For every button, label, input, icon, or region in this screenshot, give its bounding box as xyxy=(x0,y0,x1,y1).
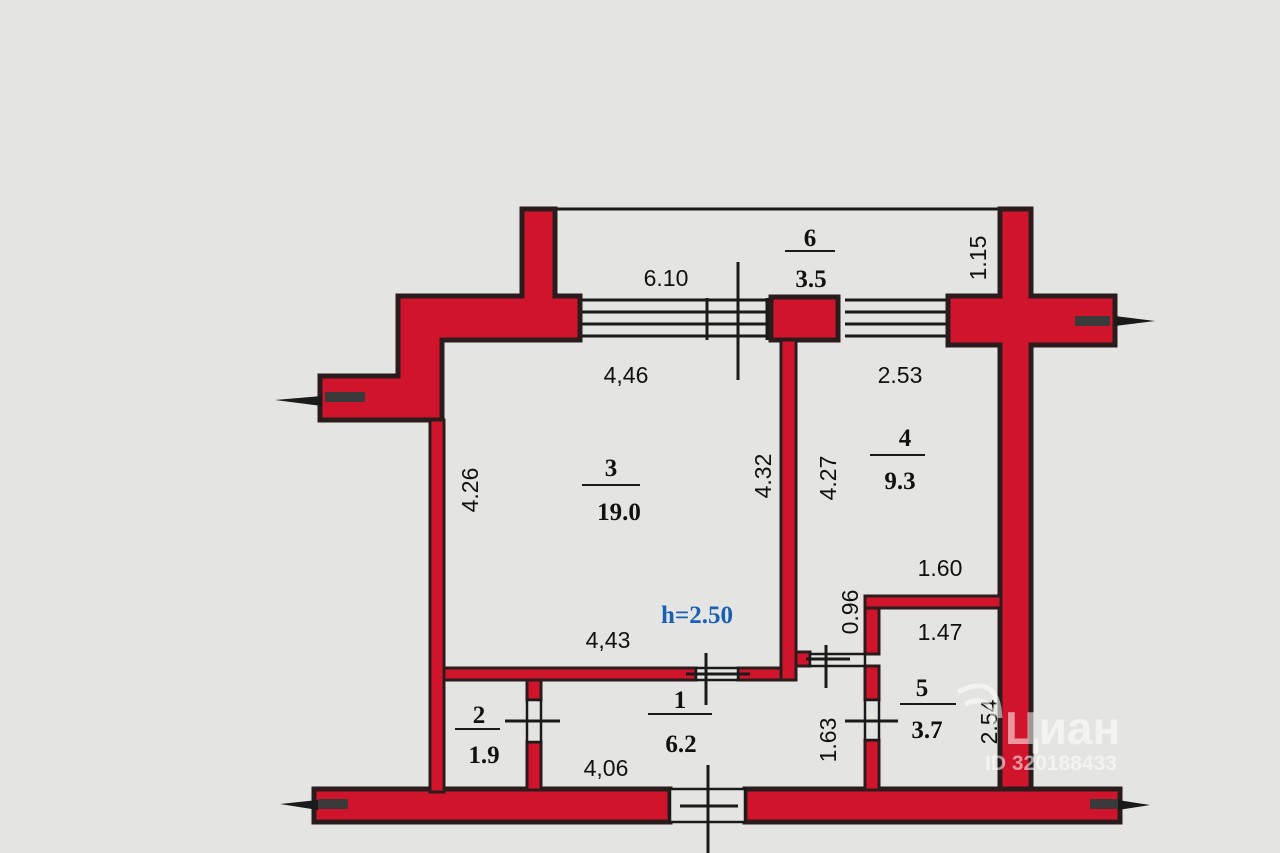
room-3-number: 3 xyxy=(605,455,618,482)
fraction-bars xyxy=(455,250,956,730)
wall-ends xyxy=(318,316,1118,809)
room-1-area: 6.2 xyxy=(665,731,696,758)
room-6-area: 3.5 xyxy=(795,266,826,293)
dim-room3-right: 4.32 xyxy=(750,454,776,499)
dim-room3-left: 4.26 xyxy=(457,468,483,513)
room-5-area: 3.7 xyxy=(911,717,942,744)
dim-balcony-length: 6.10 xyxy=(644,265,689,291)
room-2-area: 1.9 xyxy=(468,742,499,769)
dim-room4-left: 4.27 xyxy=(815,456,841,501)
dim-room3-bottom: 4,43 xyxy=(586,627,631,653)
watermark-brand: Циан xyxy=(1005,702,1120,754)
dim-room5-top: 1.47 xyxy=(918,619,963,645)
room-2-number: 2 xyxy=(473,702,486,729)
door-marks xyxy=(505,262,898,853)
dim-hall-bottom: 4,06 xyxy=(584,755,629,781)
room-3-area: 19.0 xyxy=(597,499,641,526)
dim-room4-bottom: 1.60 xyxy=(918,555,963,581)
room-4-area: 9.3 xyxy=(884,468,915,495)
room-5-number: 5 xyxy=(916,675,929,702)
wall-pointers xyxy=(275,316,1155,810)
dim-balcony-depth: 1.15 xyxy=(965,236,991,281)
dim-corridor-right: 0.96 xyxy=(837,590,863,635)
watermark: Циан ID 320188433 xyxy=(956,683,1120,775)
ceiling-height: h=2.50 xyxy=(661,602,733,629)
dim-room3-top: 4,46 xyxy=(604,362,649,388)
room-6-number: 6 xyxy=(804,225,817,252)
balcony xyxy=(555,207,1000,340)
room-1-number: 1 xyxy=(674,687,687,714)
room-4-number: 4 xyxy=(899,425,912,452)
watermark-id: ID 320188433 xyxy=(985,752,1117,775)
cian-logo-icon xyxy=(956,683,1003,725)
dim-room4-top: 2.53 xyxy=(878,362,923,388)
dim-corridor-left: 1.63 xyxy=(815,718,841,763)
